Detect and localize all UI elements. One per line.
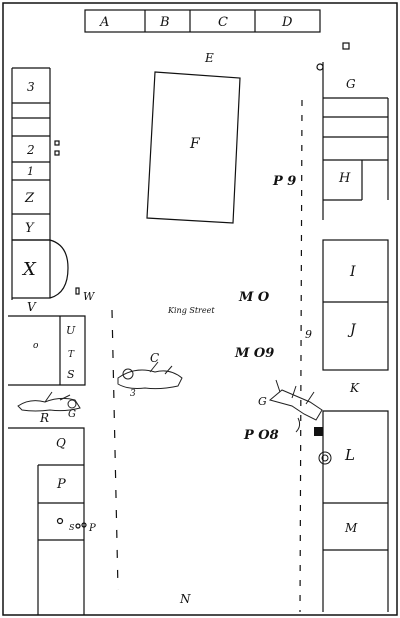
building-c-label: C [218, 15, 228, 30]
marker-g-right: G [258, 395, 267, 408]
street-right-dashes [299, 99, 303, 613]
central-block-label: F [189, 136, 201, 152]
left-building-3-label: 3 [27, 80, 35, 94]
marker-c: C [150, 351, 159, 365]
right-building-m-label: M [344, 521, 358, 535]
central-block-f: F [146, 71, 241, 224]
right-building-h-label: H [338, 171, 351, 186]
right-building-k-label: K [349, 381, 360, 395]
king-street-label: King Street [167, 306, 215, 315]
left-building-q-label: Q [56, 436, 66, 450]
left-middle-block: U T S o [8, 315, 86, 386]
p-mark-label: P [88, 523, 96, 534]
marker-3: 3 [130, 389, 136, 399]
small-circle-mark [316, 63, 324, 71]
marker-po8: P O8 [243, 428, 279, 443]
right-buildings: G H I J K L M [314, 62, 389, 612]
left-building-y-label: Y [25, 221, 35, 236]
w-label: W [83, 290, 96, 303]
small-o-mark: o [33, 341, 39, 351]
left-building-1-label: 1 [27, 165, 34, 178]
right-building-g-label: G [346, 77, 356, 91]
right-building-i-label: I [349, 264, 356, 280]
right-building-j-label: J [347, 322, 357, 338]
building-b-label: B [159, 15, 170, 30]
street-south-label: N [179, 592, 191, 606]
building-d-label: D [281, 15, 293, 30]
left-building-v-label: V [27, 300, 37, 314]
narrow-t-label: T [68, 350, 75, 360]
s-mark-label: S [69, 523, 75, 532]
left-bottom-block: Q P S P [8, 427, 96, 615]
narrow-u-label: U [66, 324, 76, 337]
marker-9-right: 9 [305, 328, 312, 341]
marker-mo: M O [238, 290, 270, 305]
top-buildings: A B C D [84, 9, 321, 33]
left-building-2-label: 2 [26, 143, 35, 157]
g-left-label: G [68, 409, 76, 420]
left-building-p-label: P [56, 477, 66, 492]
street-north-label: E [204, 51, 214, 65]
soldiers-figure-right [268, 379, 323, 433]
left-building-x-label: X [21, 259, 37, 280]
fallen-figure-left [17, 391, 81, 412]
street-left-dashes [111, 309, 119, 591]
right-building-l-label: L [344, 446, 355, 464]
building-a-label: A [99, 15, 109, 30]
narrow-s-label: S [67, 368, 75, 381]
left-building-z-label: Z [24, 191, 35, 206]
small-square-mark [342, 42, 350, 50]
fallen-figure-center [117, 361, 183, 390]
marker-p9: P 9 [272, 174, 296, 189]
left-buildings: 3 2 1 Z Y X V W [11, 67, 96, 314]
marker-mo9: M O9 [234, 346, 274, 361]
r-label: R [39, 411, 49, 425]
